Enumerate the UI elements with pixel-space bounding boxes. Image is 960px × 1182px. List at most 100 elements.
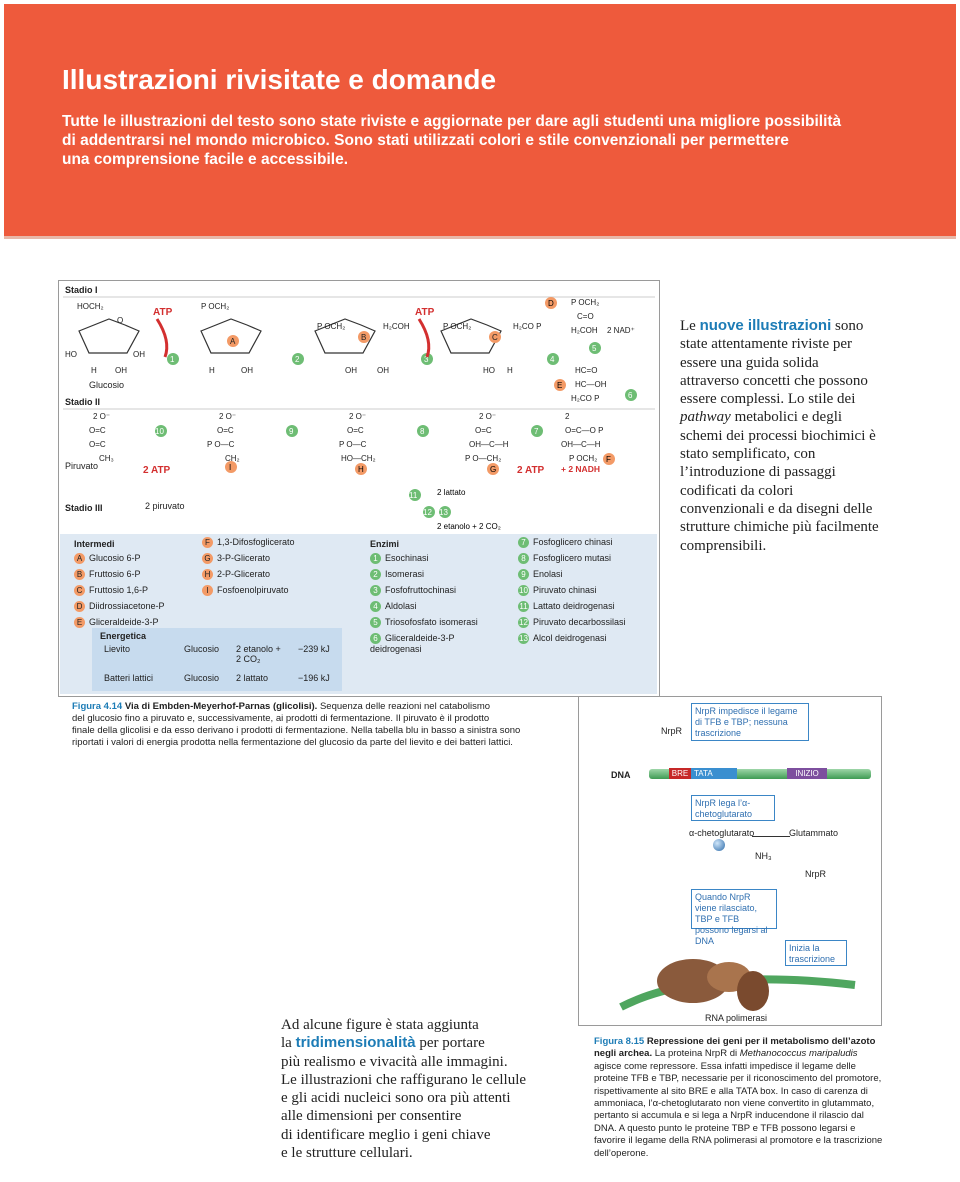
nh3-label: NH₃ (755, 851, 772, 861)
svg-text:F: F (606, 455, 611, 464)
svg-text:5: 5 (592, 344, 597, 353)
svg-text:HC=O: HC=O (575, 366, 597, 375)
svg-text:2 O⁻: 2 O⁻ (349, 412, 366, 421)
svg-text:O=C: O=C (217, 426, 234, 435)
dna-strand (649, 769, 871, 779)
energetics-substrate-2: Glucosio (184, 673, 220, 683)
side-text-highlight: nuove illustrazioni (699, 317, 832, 334)
svg-text:O: O (117, 316, 123, 325)
svg-text:C: C (492, 333, 498, 342)
reaction-arrow (752, 836, 790, 837)
svg-text:H: H (507, 366, 513, 375)
svg-text:H₂COH: H₂COH (383, 322, 410, 331)
caption2-title: Repressione dei geni per il metabolismo … (594, 1036, 876, 1060)
svg-text:OH: OH (241, 366, 253, 375)
nadh-label: + 2 NADH (561, 464, 600, 474)
bottom-text-line-7: di identificare meglio i geni chiave (281, 1126, 491, 1143)
svg-text:P O—C: P O—C (339, 440, 367, 449)
caption-title: Via di Embden-Meyerhof-Parnas (glicolisi… (124, 701, 318, 712)
svg-text:H₂CO P: H₂CO P (571, 394, 599, 403)
svg-text:OH: OH (115, 366, 127, 375)
caption-label: Figura 4.14 (72, 701, 123, 712)
svg-text:3: 3 (424, 355, 429, 364)
svg-text:B: B (361, 333, 366, 342)
svg-text:E: E (557, 381, 562, 390)
caption-line-2: del glucosio fino a piruvato e, successi… (72, 713, 490, 724)
svg-text:7: 7 (534, 427, 539, 436)
svg-text:2 O⁻: 2 O⁻ (219, 412, 236, 421)
svg-text:O=C: O=C (89, 426, 106, 435)
bottom-text-line-1: Ad alcune figure è stata aggiunta (281, 1017, 479, 1033)
svg-text:9: 9 (289, 427, 294, 436)
svg-text:P O—CH₂: P O—CH₂ (465, 454, 501, 463)
svg-text:HO—CH₂: HO—CH₂ (341, 454, 376, 463)
page-title: Illustrazioni rivisitate e domande (62, 64, 497, 95)
svg-text:P OCH₂: P OCH₂ (569, 454, 597, 463)
svg-text:H: H (209, 366, 215, 375)
two-atp-label-2: 2 ATP (517, 465, 545, 476)
svg-text:O=C: O=C (347, 426, 364, 435)
glucose-label: Glucosio (89, 380, 124, 390)
energetics-table: Energetica Lievito Glucosio 2 etanolo + … (92, 628, 342, 691)
caption-line-1: Sequenza delle reazioni nel catabolismo (319, 701, 491, 712)
svg-text:OH—C—H: OH—C—H (561, 440, 601, 449)
svg-text:H: H (91, 366, 97, 375)
svg-text:O=C—O P: O=C—O P (565, 426, 603, 435)
side-text-middle: sono state attentamente riviste per esse… (680, 318, 868, 408)
svg-text:P OCH₂: P OCH₂ (201, 302, 229, 311)
svg-text:P OCH₂: P OCH₂ (571, 298, 599, 307)
bottom-text-line-5: e gli acidi nucleici sono ora più attent… (281, 1090, 511, 1107)
glucose-ring (78, 318, 140, 354)
side-description: Le nuove illustrazioni sono state attent… (680, 317, 880, 555)
bottom-text-line-4: Le illustrazioni che raffigurano le cell… (281, 1071, 527, 1088)
energetics-energy-2: −196 kJ (298, 673, 330, 683)
banner-intro-line-1: Tutte le illustrazioni del testo sono st… (62, 113, 842, 130)
svg-text:OH: OH (133, 350, 145, 359)
rnap-label: RNA polimerasi (705, 1013, 768, 1023)
note-nrpr-released: Quando NrpR viene rilasciato, TBP e TFB … (691, 889, 777, 946)
svg-text:I: I (229, 463, 231, 472)
note-transcription-start: Inizia la trascrizione (785, 940, 847, 966)
caption2-text-2: agisce come repressore. Essa infatti imp… (594, 1060, 883, 1159)
svg-text:C=O: C=O (577, 312, 594, 321)
caption2-text-1: La proteina NrpR di (652, 1048, 740, 1060)
bottom-text-line-2-end: per portare (415, 1035, 485, 1052)
energetics-organism-2: Batteri lattici (104, 673, 154, 683)
caption-line-4: riportati i valori di energia prodotta n… (72, 737, 513, 748)
svg-text:CH₂: CH₂ (225, 454, 240, 463)
rna-polymerase-illustration (619, 959, 856, 1011)
atp-label-2: ATP (415, 307, 435, 318)
svg-text:2 O⁻: 2 O⁻ (93, 412, 110, 421)
svg-text:O=C: O=C (475, 426, 492, 435)
bottom-text-line-2-start: la (281, 1035, 296, 1052)
akg-molecule (713, 839, 725, 851)
banner-intro: Tutte le illustrazioni del testo sono st… (62, 112, 842, 169)
svg-text:10: 10 (155, 427, 164, 436)
stage-3-label: Stadio III (65, 503, 103, 513)
note-nrpr-blocks: NrpR impedisce il legame di TFB e TBP; n… (691, 703, 809, 741)
svg-text:P OCH₂: P OCH₂ (443, 322, 471, 331)
energetics-substrate-1: Glucosio (184, 644, 220, 654)
nrpr-figure: NrpR impedisce il legame di TFB e TBP; n… (578, 696, 882, 1026)
two-pyruvate-label: 2 piruvato (145, 501, 185, 511)
svg-text:CH₃: CH₃ (99, 454, 114, 463)
svg-text:HO: HO (483, 366, 495, 375)
pyruvate-label: Piruvato (65, 461, 98, 471)
svg-text:OH: OH (345, 366, 357, 375)
